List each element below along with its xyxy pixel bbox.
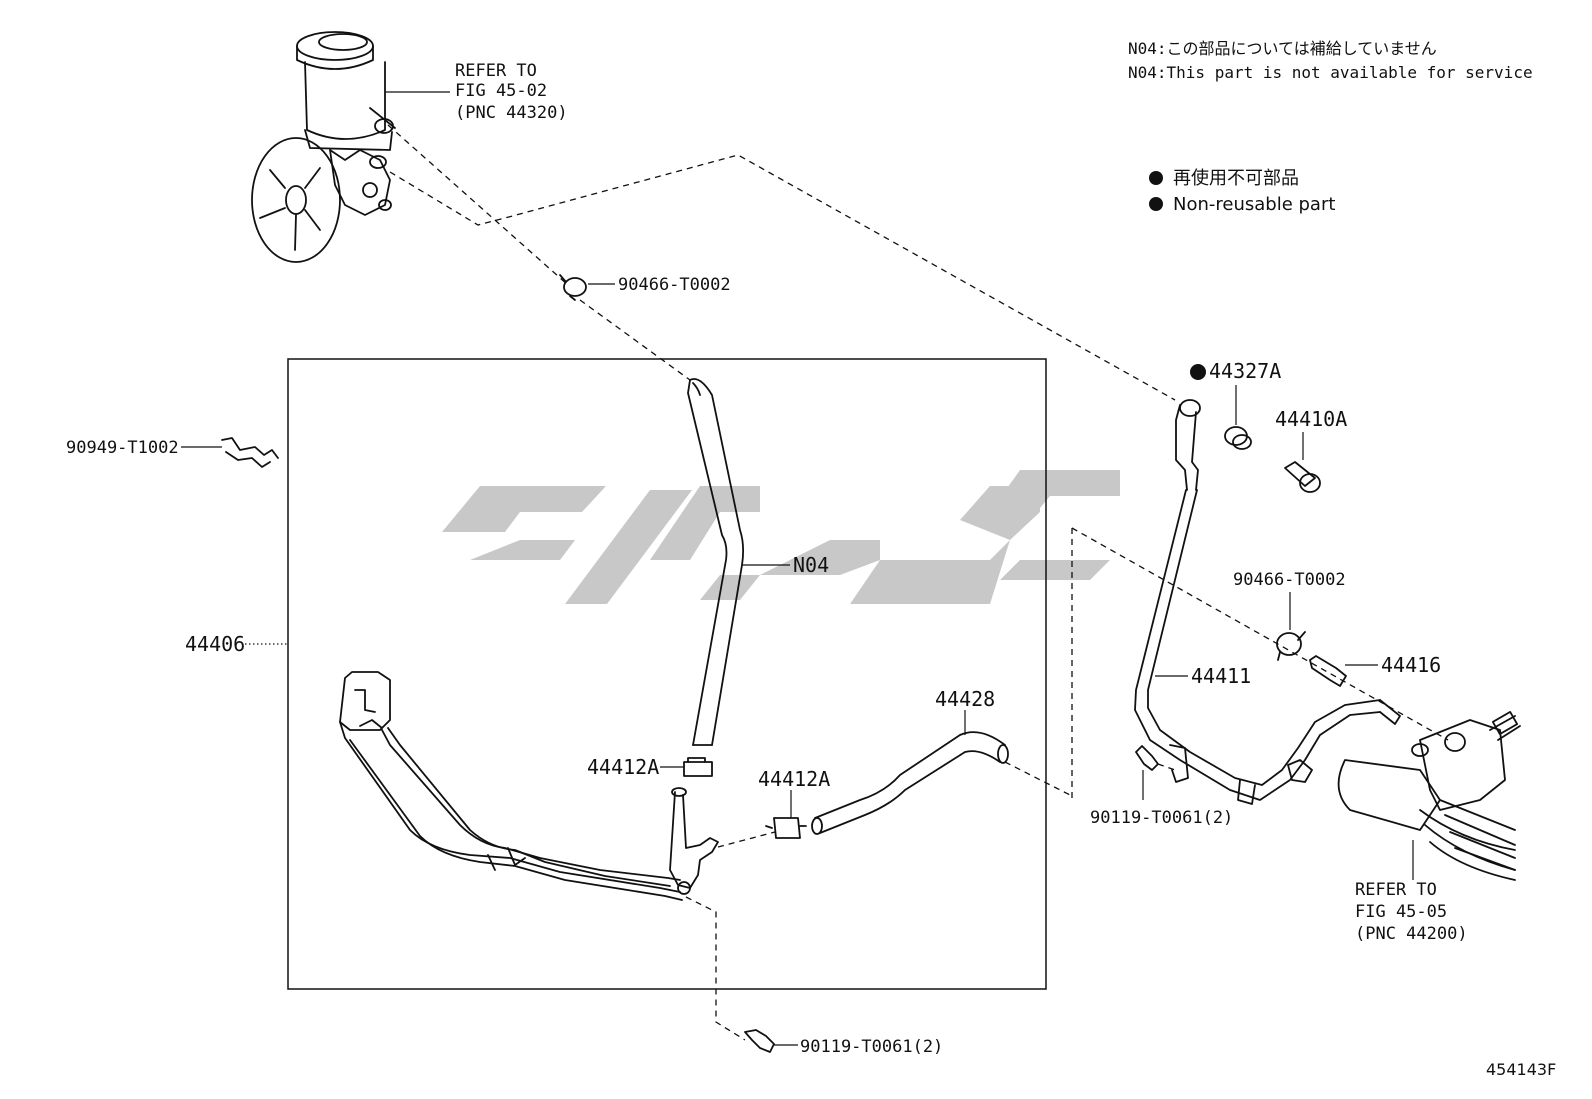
ref-pump-line-3: (PNC 44320) [455, 103, 568, 123]
label-90119-bottom: 90119-T0061(2) [800, 1037, 943, 1057]
clip-90466-top [559, 274, 587, 301]
tube-assy-box [287, 358, 1047, 990]
non-reusable-dot-icon [1190, 364, 1206, 380]
union-bolt-44410a [1284, 461, 1321, 493]
bolt-90119-bottom [744, 1029, 775, 1053]
clamp-44412a-right [765, 817, 807, 839]
union-44416 [1309, 655, 1347, 687]
bolt-90119-right [1135, 745, 1159, 771]
ref-gear-line-1: REFER TO [1355, 880, 1437, 900]
label-44406: 44406 [185, 632, 245, 656]
label-44428: 44428 [935, 687, 995, 711]
ref-pump-line-2: FIG 45-02 [455, 81, 547, 101]
label-44412a-right: 44412A [758, 767, 830, 791]
label-n04: N04 [793, 553, 829, 577]
label-44411: 44411 [1191, 664, 1251, 688]
ref-pump-line-1: REFER TO [455, 61, 537, 81]
ref-gear-line-2: FIG 45-05 [1355, 902, 1447, 922]
power-steering-pump [251, 31, 396, 263]
label-44416: 44416 [1381, 653, 1441, 677]
label-44412a-left: 44412A [587, 755, 659, 779]
ref-gear-line-3: (PNC 44200) [1355, 924, 1468, 944]
hose-n04 [687, 378, 745, 746]
pressure-tube-44411 [1134, 399, 1401, 805]
label-90119-right: 90119-T0061(2) [1090, 808, 1233, 828]
hose-44428 [811, 731, 1009, 835]
steering-gear [1337, 711, 1521, 881]
clamp-44412a-left [683, 757, 713, 777]
label-44327a: 44327A [1209, 359, 1281, 383]
label-90466-right: 90466-T0002 [1233, 570, 1346, 590]
gasket-44327a [1224, 426, 1252, 450]
label-90466-top: 90466-T0002 [618, 275, 731, 295]
tube-assy-44406 [339, 671, 719, 901]
non-reusable-dot-icon [1149, 197, 1163, 211]
note-n04-en: N04:This part is not available for servi… [1128, 63, 1533, 82]
clip-90466-right [1276, 631, 1306, 661]
legend-jp: 再使用不可部品 [1173, 168, 1299, 189]
label-44410a: 44410A [1275, 407, 1347, 431]
watermark-logo [442, 470, 1120, 604]
figure-id: 454143F [1486, 1060, 1556, 1079]
legend-en: Non-reusable part [1173, 194, 1335, 215]
non-reusable-dot-icon [1149, 171, 1163, 185]
bracket-90949 [221, 437, 279, 468]
note-n04-jp: N04:この部品については補給していません [1128, 39, 1437, 58]
label-90949: 90949-T1002 [66, 438, 179, 458]
